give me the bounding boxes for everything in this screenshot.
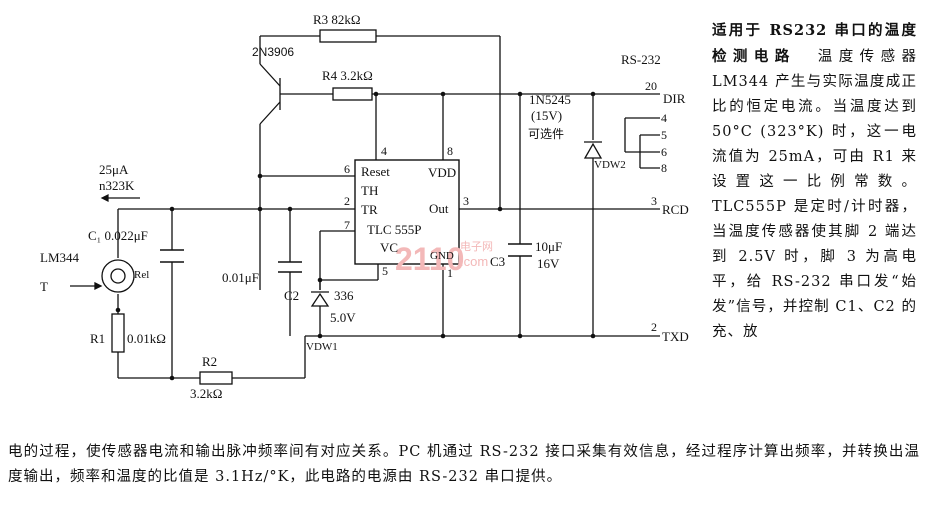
ic-vdd-label: VDD (428, 165, 456, 180)
loop-pin-6: 6 (661, 145, 667, 159)
ic-out-label: Out (429, 201, 449, 216)
tlc555p-chip (354, 159, 460, 265)
zener1-volt-label: 5.0V (330, 310, 356, 325)
rcd-pin-number: 3 (651, 194, 657, 208)
c3-capacitor (508, 243, 532, 257)
rcd-label: RCD (662, 202, 689, 217)
lm344-sensor (70, 259, 135, 293)
ic-reset-label: Reset (361, 164, 390, 179)
pin-8-label: 8 (447, 144, 453, 158)
r3-label: R3 82kΩ (313, 12, 361, 27)
c3-voltage-label: 16V (537, 256, 560, 271)
rs232-label: RS-232 (621, 52, 661, 67)
loop-pin-4: 4 (661, 111, 667, 125)
r4-resistor (332, 87, 373, 101)
c2-value-label: 0.01μF (222, 270, 259, 285)
vdw2-zener (583, 141, 603, 159)
description-heading: 适用于 RS232 串口的温度检测电路 (712, 22, 917, 65)
zener2-part-label: 1N5245 (529, 92, 571, 107)
c3-value-label: 10μF (535, 239, 562, 254)
r4-label: R4 3.2kΩ (322, 68, 373, 83)
r1-resistor (111, 313, 125, 353)
t-label: T (40, 279, 48, 294)
lm344-label: LM344 (40, 250, 80, 265)
txd-pin-number: 2 (651, 320, 657, 334)
optional-label: 可选件 (528, 127, 564, 141)
current-label: 25μA (99, 162, 129, 177)
dir-pin-number: 20 (645, 79, 657, 93)
r2-label: R2 (202, 354, 217, 369)
zener2-volt-label: (15V) (531, 108, 562, 123)
c1-label: C₁ 0.022μF (88, 228, 148, 243)
pin-7-label: 7 (344, 218, 350, 232)
ic-name-label: TLC 555P (367, 222, 422, 237)
pin-2-label: 2 (344, 194, 350, 208)
description-side: 适用于 RS232 串口的温度检测电路 温度传感器 LM344 产生与实际温度成… (712, 18, 917, 345)
vdw2-label: VDW2 (594, 159, 626, 171)
watermark-sub1: 电子网 (460, 240, 493, 253)
c3-label: C3 (490, 254, 505, 269)
watermark-logo: 2110 (395, 241, 464, 277)
c1-capacitor (160, 249, 184, 263)
r1-value-label: 0.01kΩ (127, 331, 166, 346)
dir-label: DIR (663, 91, 686, 106)
description-continuation: 电的过程，使传感器电流和输出脉冲频率间有对应关系。PC 机通过 RS-232 接… (8, 444, 920, 485)
ic-vc-label: VC (380, 240, 398, 255)
r2-value-label: 3.2kΩ (190, 386, 222, 401)
ic-th-label: TH (361, 183, 378, 198)
transistor-label: 2N3906 (252, 45, 294, 59)
vdw1-zener (310, 280, 330, 336)
pin-3-label: 3 (463, 194, 469, 208)
loop-pin-5: 5 (661, 128, 667, 142)
junction-dots (115, 91, 596, 381)
kelvin-label: n323K (99, 178, 135, 193)
ic-gnd-label: GND (430, 250, 454, 262)
loop-pin-8: 8 (661, 161, 667, 175)
r1-label: R1 (90, 331, 105, 346)
r2-resistor (199, 371, 233, 385)
zener1-number-label: 336 (334, 288, 354, 303)
pin-4-label: 4 (381, 144, 387, 158)
c2-capacitor (278, 261, 302, 273)
rel-label: Rel (134, 269, 149, 281)
pin-6-label: 6 (344, 162, 350, 176)
pin-5-label: 5 (382, 264, 388, 278)
c2-label: C2 (284, 288, 299, 303)
vdw1-label: VDW1 (306, 341, 338, 353)
ic-tr-label: TR (361, 202, 378, 217)
watermark-sub2: .com (460, 254, 488, 269)
pin-1-label: 1 (447, 266, 453, 280)
current-arrow-icon (100, 194, 140, 202)
description-body: 温度传感器 LM344 产生与实际温度成正比的恒定电流。当温度达到 50°C (… (712, 49, 918, 340)
r3-resistor (319, 29, 377, 43)
circuit-wires (117, 35, 660, 379)
txd-label: TXD (662, 329, 689, 344)
